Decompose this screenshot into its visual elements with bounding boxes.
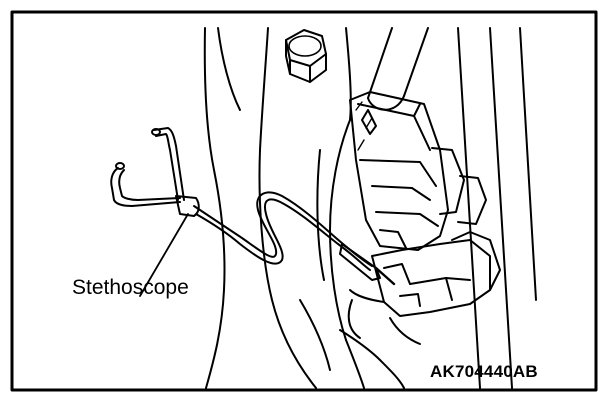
injector-body: [339, 231, 501, 389]
stethoscope: [110, 127, 396, 286]
engine-casting-left: [203, 27, 241, 389]
engine-casting-center: [258, 27, 365, 389]
figure-code-label: AK704440AB: [430, 362, 538, 381]
figure-border: [10, 10, 598, 392]
hex-bolt: [285, 29, 327, 83]
connector-shading: [355, 101, 373, 151]
side-panel-lines: [457, 27, 537, 389]
callout-leader-line: [139, 213, 189, 297]
stethoscope-callout-label: Stethoscope: [72, 276, 189, 299]
injector-connector: [349, 91, 487, 251]
